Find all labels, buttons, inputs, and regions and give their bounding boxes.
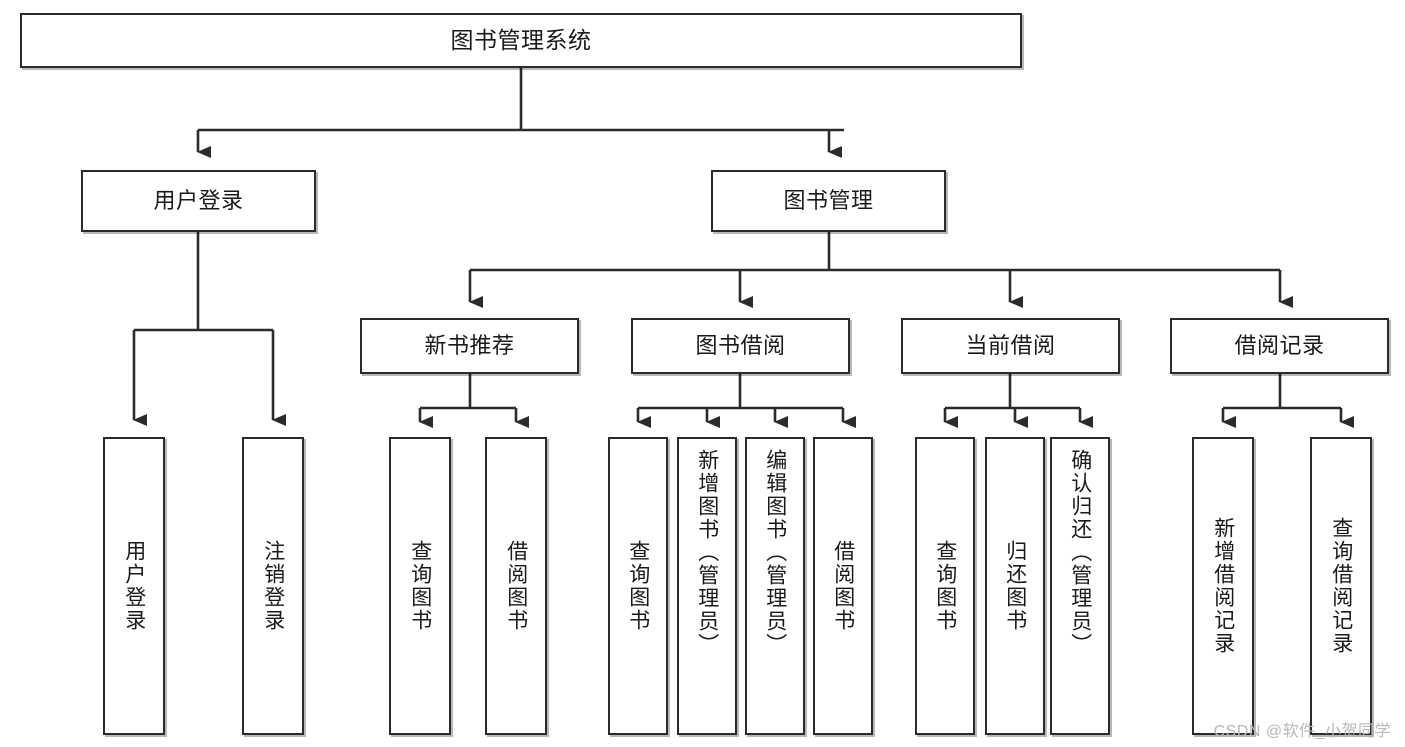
connector-root-bus xyxy=(196,68,844,158)
node-book-manage[interactable]: 图书管理 xyxy=(711,170,946,232)
node-leaf-add-record[interactable]: 新增借阅记录 xyxy=(1192,437,1254,735)
node-leaf-query-record[interactable]: 查询借阅记录 xyxy=(1310,437,1372,735)
node-leaf-add-book[interactable]: 新增图书（管理员） xyxy=(677,437,737,735)
node-user-login[interactable]: 用户登录 xyxy=(81,170,316,232)
node-leaf-confirm-return-label: 确认归还（管理员） xyxy=(1068,449,1092,656)
node-leaf-user-logout[interactable]: 注销登录 xyxy=(242,437,304,735)
node-leaf-query-book-3-label: 查询图书 xyxy=(933,540,957,632)
node-leaf-edit-book-label: 编辑图书（管理员） xyxy=(763,449,787,656)
node-leaf-user-logout-label: 注销登录 xyxy=(261,540,285,632)
node-leaf-return-book-label: 归还图书 xyxy=(1003,540,1027,632)
node-leaf-query-book-1[interactable]: 查询图书 xyxy=(389,437,451,735)
node-leaf-add-record-label: 新增借阅记录 xyxy=(1211,517,1235,655)
node-leaf-return-book[interactable]: 归还图书 xyxy=(985,437,1045,735)
connector-book-manage-bus xyxy=(468,232,1293,308)
node-leaf-borrow-book-2[interactable]: 借阅图书 xyxy=(813,437,873,735)
node-leaf-confirm-return[interactable]: 确认归还（管理员） xyxy=(1050,437,1110,735)
node-leaf-query-book-3[interactable]: 查询图书 xyxy=(915,437,975,735)
node-leaf-borrow-book-1[interactable]: 借阅图书 xyxy=(485,437,547,735)
node-leaf-query-record-label: 查询借阅记录 xyxy=(1329,517,1353,655)
node-book-borrow-label: 图书借阅 xyxy=(695,332,786,358)
node-leaf-add-book-label: 新增图书（管理员） xyxy=(695,449,719,656)
node-root-label: 图书管理系统 xyxy=(450,26,592,53)
node-borrow-record[interactable]: 借阅记录 xyxy=(1170,318,1389,374)
node-current-borrow-label: 当前借阅 xyxy=(965,332,1056,358)
node-user-login-label: 用户登录 xyxy=(153,187,244,213)
node-borrow-record-label: 借阅记录 xyxy=(1234,332,1325,358)
node-new-book-rec[interactable]: 新书推荐 xyxy=(360,318,579,374)
node-leaf-query-book-2-label: 查询图书 xyxy=(626,540,650,632)
node-leaf-user-login-label: 用户登录 xyxy=(122,540,146,632)
connector-new-book-rec-bus xyxy=(418,374,529,428)
node-book-manage-label: 图书管理 xyxy=(783,187,874,213)
node-leaf-query-book-2[interactable]: 查询图书 xyxy=(608,437,668,735)
node-root[interactable]: 图书管理系统 xyxy=(20,13,1022,68)
connector-book-borrow-bus xyxy=(636,374,856,428)
node-leaf-borrow-book-2-label: 借阅图书 xyxy=(831,540,855,632)
node-new-book-rec-label: 新书推荐 xyxy=(424,332,515,358)
node-leaf-user-login[interactable]: 用户登录 xyxy=(103,437,165,735)
connector-user-login-bus xyxy=(132,232,286,426)
connector-borrow-record-bus xyxy=(1221,374,1354,428)
node-leaf-edit-book[interactable]: 编辑图书（管理员） xyxy=(745,437,805,735)
node-current-borrow[interactable]: 当前借阅 xyxy=(901,318,1120,374)
node-leaf-borrow-book-1-label: 借阅图书 xyxy=(504,540,528,632)
node-book-borrow[interactable]: 图书借阅 xyxy=(631,318,850,374)
connector-current-borrow-bus xyxy=(943,374,1093,428)
node-leaf-query-book-1-label: 查询图书 xyxy=(408,540,432,632)
